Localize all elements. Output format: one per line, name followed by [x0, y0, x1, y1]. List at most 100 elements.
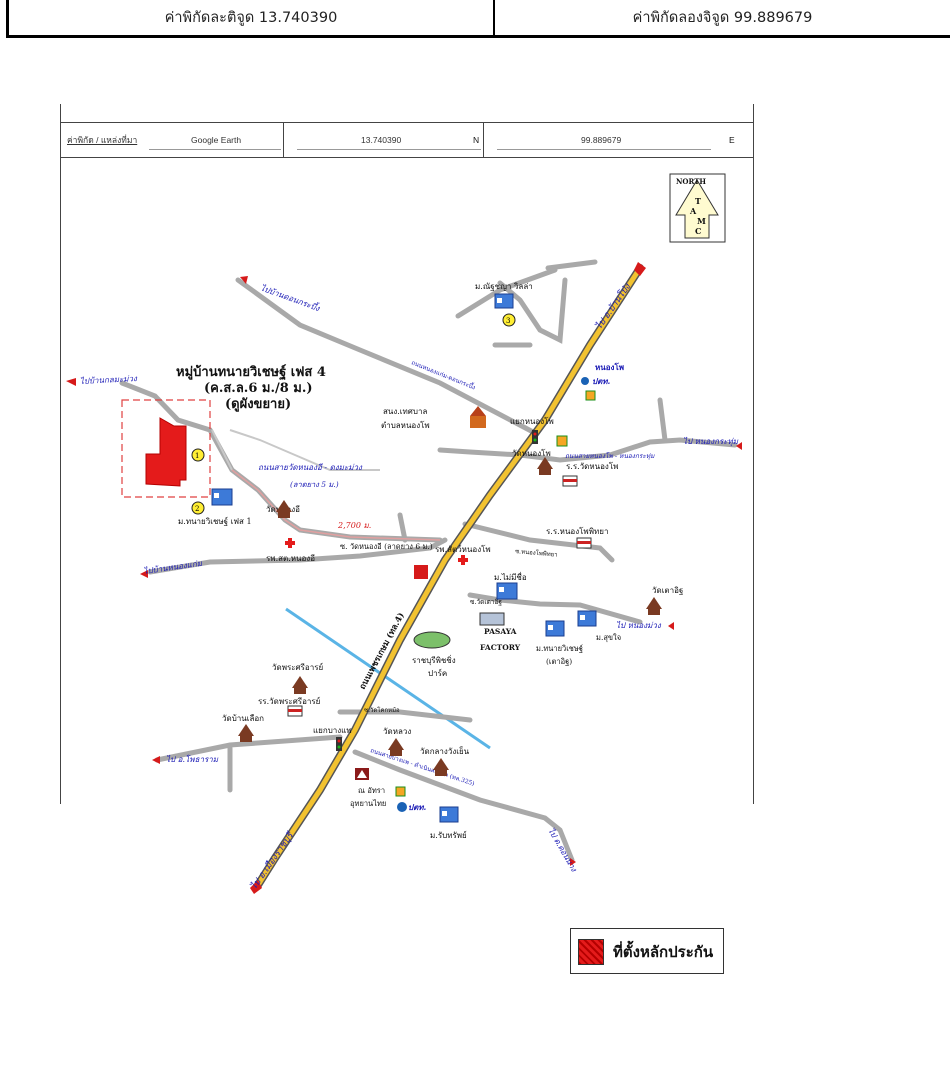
village-icon	[496, 582, 518, 600]
road-nong-o: ซ. วัดหนองอี (ลาดยาง 6 ม.)	[340, 542, 433, 551]
school-flag-icon	[576, 537, 592, 549]
north-label: NORTH	[676, 177, 706, 186]
hospital-nong-o: รพ.สต.หนองอี	[266, 554, 315, 563]
gov-office-icon	[470, 406, 486, 428]
ratchaburi-park-2: ปาร์ค	[428, 668, 447, 678]
coordinate-bar: ค่าพิกัดละติจูด 13.740390 ค่าพิกัดลองจิจ…	[6, 0, 950, 38]
temple-icon	[238, 724, 254, 742]
park-icon	[413, 631, 451, 649]
north-letter: A	[689, 206, 697, 216]
vill-tanai-2b: (เตาอิฐ)	[546, 657, 572, 666]
village-icon	[211, 488, 233, 506]
hospital-icon	[457, 554, 469, 566]
map-header-lat: 13.740390	[361, 135, 402, 145]
gas-station-icon	[414, 565, 428, 579]
project-title: (ดูผังขยาย)	[225, 397, 291, 412]
to-ban-kaem-ma-muang: ไปบ้านกลมะม่วง	[80, 373, 139, 386]
soi-nong-yai: ซ.วัดโคกหม้อ	[364, 706, 400, 714]
svg-text:3: 3	[506, 317, 510, 325]
temple-icon	[276, 500, 292, 518]
temple-icon	[433, 758, 449, 776]
north-arrow	[669, 173, 726, 243]
soi-wat-pa: ซ.วัดเตาอิฐ	[470, 598, 502, 606]
map-header: ค่าพิกัด / แหล่งที่มา Google Earth 13.74…	[61, 122, 753, 158]
site-frame	[121, 399, 211, 498]
village-icon	[577, 610, 597, 627]
school-nong-pho: ร.ร.หนองโพพิทยา	[546, 526, 608, 536]
pasaya: PASAYA	[484, 627, 517, 636]
canal	[285, 607, 491, 750]
legend-swatch	[578, 939, 604, 965]
to-ban-nong-kaem: ไปบ้านหนองแก่ม	[143, 558, 203, 576]
map-header-lon: 99.889679	[581, 135, 622, 145]
north-letter: T	[695, 196, 701, 206]
north-letter: M	[697, 216, 706, 226]
school-phra-si: รร.วัดพระศรีอารย์	[258, 696, 320, 706]
village-icon	[494, 293, 514, 309]
map-frame: ค่าพิกัด / แหล่งที่มา Google Earth 13.74…	[60, 104, 754, 804]
temple-icon	[292, 676, 308, 694]
svg-text:1: 1	[195, 452, 199, 460]
hwy-nong-kaem: ถนนหนองแก่ม-ดอนกระบึ้ง	[410, 357, 477, 392]
vill-chayanan: ม.ณัฐชญา วิลล่า	[475, 282, 533, 291]
ptt-icon	[397, 802, 407, 812]
traffic-light-icon	[336, 737, 342, 751]
vill-tanai-2: ม.ทนายวิเชษฐ์	[536, 644, 583, 653]
vill-suk-jai: ม.สุขใจ	[596, 633, 621, 642]
a-thailand: ณ อัทรา	[358, 786, 385, 795]
map-header-lat-dir: N	[473, 135, 480, 145]
school-flag-icon	[287, 705, 303, 717]
header-underline	[497, 149, 711, 150]
latitude-text: ค่าพิกัดละติจูด 13.740390	[9, 0, 495, 36]
map-header-lon-dir: E	[729, 135, 735, 145]
header-underline	[297, 149, 481, 150]
intersect-nong-pho: แยกหนองโพ	[510, 416, 554, 426]
map-icons	[211, 293, 662, 823]
to-nong-kra-thum: ไป หนองกระทุ่ม	[683, 436, 739, 447]
traffic-light-icon	[532, 430, 538, 444]
map-header-source: Google Earth	[191, 135, 242, 145]
wat-klang: วัดกลางวังเย็น	[420, 746, 470, 756]
vill-tanai-phase1: ม.ทนายวิเชษฐ์ เฟส 1	[178, 516, 252, 526]
header-divider	[483, 123, 484, 157]
road-wat-nong-o: ถนนสายวัดหนองอี - ดงมะม่วง	[258, 463, 363, 472]
minor-roads	[119, 259, 738, 863]
vill-mai-mee-chue: ม.ไม่มีชื่อ	[494, 571, 527, 582]
lotus-label: หนองโพ	[595, 362, 624, 372]
ptt-label: ปตท.	[592, 376, 611, 386]
wat-ban-lueak: วัดบ้านเลือก	[222, 714, 264, 723]
seven-eleven-icon	[585, 390, 596, 401]
map-header-label: ค่าพิกัด / แหล่งที่มา	[67, 135, 138, 145]
to-don-kra-bueng: ไปบ้านดอนกระบึ้ง	[259, 282, 322, 314]
temple-icon	[388, 738, 404, 756]
header-underline	[149, 149, 281, 150]
sao-nong-pho: สนง.เทศบาล	[383, 407, 427, 416]
landmark-icon	[355, 768, 369, 780]
seven-eleven-icon	[556, 435, 568, 447]
factory: FACTORY	[480, 643, 521, 652]
a-thailand-2: อุทยานไทย	[350, 799, 386, 808]
ptt-icon	[581, 377, 589, 385]
seven-eleven-icon	[395, 786, 406, 797]
header-divider	[283, 123, 284, 157]
road-width: (ลาดยาง 5 ม.)	[290, 480, 339, 489]
wat-nong-pho: วัดหนองโพ	[512, 448, 551, 458]
ratchaburi-park: ราชบุรีพิชชิ่ง	[412, 654, 456, 665]
to-photharam: ไป อ.โพธาราม	[166, 754, 219, 764]
factory-icon	[479, 612, 505, 626]
longitude-text: ค่าพิกัดลองจิจูด 99.889679	[632, 10, 813, 26]
legend: ที่ตั้งหลักประกัน	[570, 928, 724, 974]
road-nong-pho-school: ซ.หนองโพพิทยา	[515, 547, 558, 559]
intersect-bang-pae: แยกบางแพ	[313, 726, 352, 735]
to-ban-pong: ไป อ.บ้านโป่ง	[593, 281, 634, 332]
wat-luang: วัดหลวง	[383, 727, 411, 736]
school-flag-icon	[562, 475, 578, 487]
to-muang: ไป อ.เมืองราชบุรี	[248, 829, 297, 892]
hwy4-label: ถนนเพชรเกษม (ทล.4)	[357, 611, 407, 692]
site-polygon	[145, 417, 187, 487]
hospital-nong-pho: รพ.สัตว์หนองโพ	[435, 544, 491, 554]
village-icon	[545, 620, 565, 637]
distance-label: 2,700 ม.	[337, 521, 371, 530]
project-title: หมู่บ้านทนายวิเชษฐ์ เฟส 4	[176, 364, 326, 381]
